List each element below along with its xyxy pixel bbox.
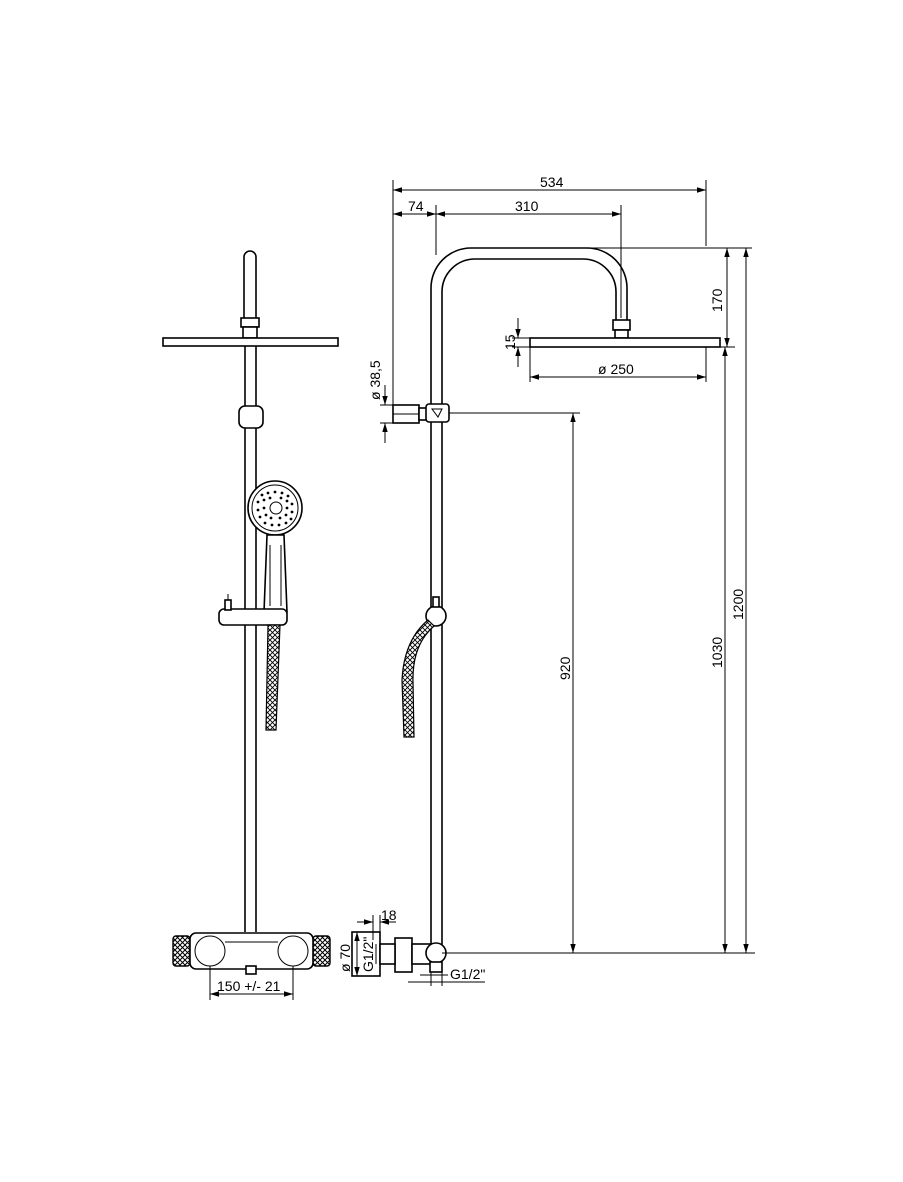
side-wall-holder (392, 403, 450, 424)
side-shower-head (529, 337, 721, 348)
dim-hand-shower-height-label: 920 (557, 656, 573, 680)
front-shower-head (162, 337, 339, 347)
front-top-pipe (243, 250, 257, 318)
dim-arm-reach-label: 310 (515, 198, 539, 214)
centers-dimension: 150 +/- 21 (209, 966, 294, 1000)
front-hand-shower-handle (263, 534, 288, 613)
dim-arm-height: 170 (587, 247, 752, 348)
front-slider (238, 405, 264, 429)
front-hose (265, 624, 281, 731)
dim-total-width: 534 (392, 174, 707, 420)
dim-head-diameter: ø 250 (529, 347, 707, 382)
dim-arm: 74 310 (393, 198, 622, 318)
front-hand-shower (247, 480, 303, 536)
dim-valve-diameter-label: ø 70 (337, 944, 353, 972)
dim-outlet-thread-label: G1/2" (450, 966, 485, 982)
side-riser-arm (430, 247, 628, 946)
dim-hand-shower-height: 920 (442, 412, 755, 954)
front-view: 150 +/- 21 (162, 250, 339, 1000)
dim-total-height-label: 1200 (730, 589, 746, 620)
side-valve (394, 937, 448, 980)
side-view: 534 74 310 170 15 (337, 174, 755, 986)
side-inlet (351, 931, 396, 977)
dim-inlet-thread: G1/2" (360, 937, 377, 972)
dim-inlet-thread-label: G1/2" (360, 937, 376, 972)
dim-wall-offset-label: 74 (408, 198, 424, 214)
dim-head-diameter-label: ø 250 (598, 361, 634, 377)
front-thermostatic-valve (172, 932, 331, 975)
dim-head-thickness: 15 (502, 318, 530, 367)
dim-head-height-label: 1030 (709, 637, 725, 668)
dim-head-thickness-label: 15 (502, 334, 518, 350)
front-hand-shower-holder (218, 608, 288, 626)
dim-head-height: 1030 (709, 347, 728, 953)
dim-outlet-thread: G1/2" (408, 966, 485, 986)
front-head-connector (240, 317, 260, 328)
front-hand-shower-nozzles (256, 490, 294, 527)
centers-label: 150 +/- 21 (217, 978, 281, 994)
dim-arm-height-label: 170 (709, 288, 725, 312)
side-head-connector (612, 319, 631, 331)
dim-total-width-label: 534 (540, 174, 564, 190)
dim-valve-depth: 18 (357, 907, 397, 940)
dim-total-height: 1200 (730, 248, 749, 953)
dim-valve-depth-label: 18 (381, 907, 397, 923)
dim-holder-diameter-label: ø 38,5 (367, 360, 383, 400)
dim-holder-diameter: ø 38,5 (367, 360, 393, 443)
side-hose (401, 619, 435, 738)
